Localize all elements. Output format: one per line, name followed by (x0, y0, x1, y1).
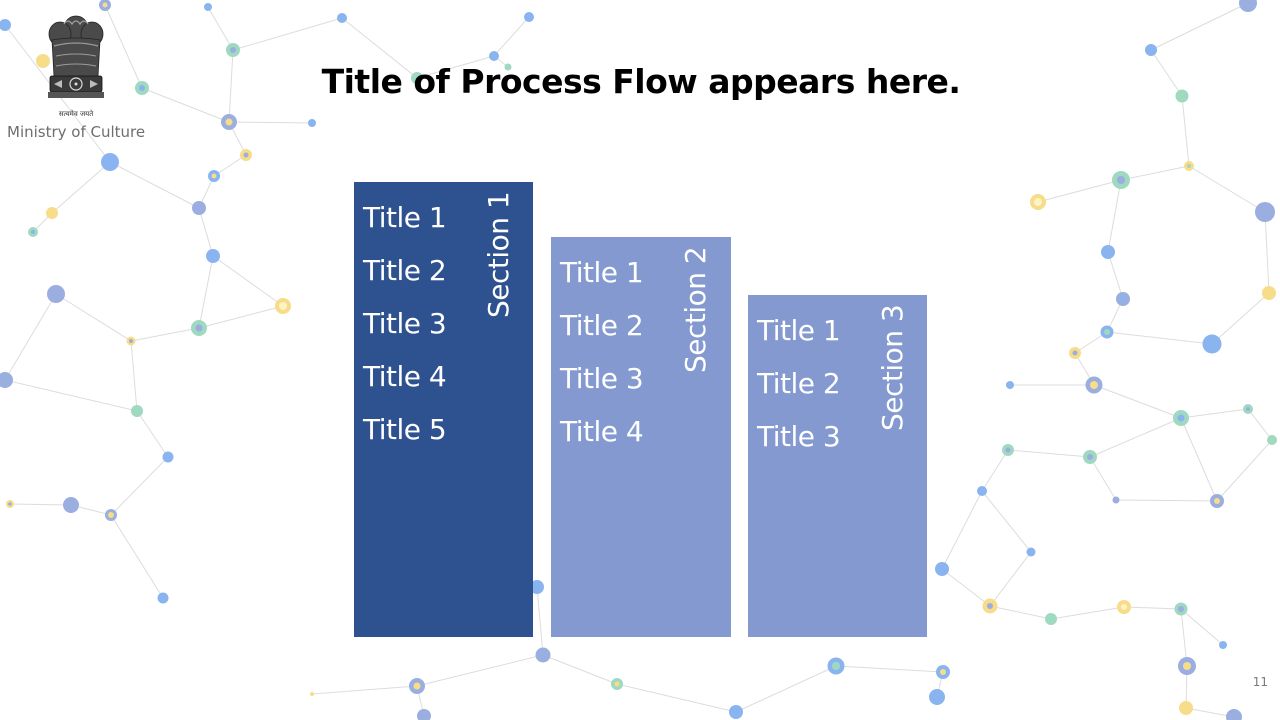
organization-name: Ministry of Culture (7, 123, 146, 141)
section-1-item-4: Title 4 (363, 360, 447, 393)
section-1-item-2: Title 2 (363, 254, 447, 287)
section-3-box: Title 1 Title 2 Title 3 Section 3 (748, 295, 927, 637)
section-1-label: Section 1 (482, 192, 515, 319)
page-number: 11 (1252, 675, 1268, 689)
section-2-item-2: Title 2 (560, 309, 644, 342)
section-2-box: Title 1 Title 2 Title 3 Title 4 Section … (551, 237, 731, 637)
section-3-item-1: Title 1 (757, 314, 841, 347)
section-3-label: Section 3 (876, 305, 909, 432)
section-3-item-2: Title 2 (757, 367, 841, 400)
section-2-item-3: Title 3 (560, 362, 644, 395)
section-1-item-1: Title 1 (363, 201, 447, 234)
section-1-box: Title 1 Title 2 Title 3 Title 4 Title 5 … (354, 182, 533, 637)
slide-title: Title of Process Flow appears here. (321, 62, 961, 101)
national-emblem-icon: सत्यमेव जयते (40, 10, 112, 122)
section-1-item-3: Title 3 (363, 307, 447, 340)
section-3-item-3: Title 3 (757, 420, 841, 453)
section-1-item-5: Title 5 (363, 413, 447, 446)
section-2-item-1: Title 1 (560, 256, 644, 289)
section-2-item-4: Title 4 (560, 415, 644, 448)
section-2-label: Section 2 (679, 247, 712, 374)
section-1-items: Title 1 Title 2 Title 3 Title 4 Title 5 (363, 191, 447, 456)
section-3-items: Title 1 Title 2 Title 3 (757, 304, 841, 463)
svg-text:सत्यमेव जयते: सत्यमेव जयते (59, 109, 94, 118)
section-2-items: Title 1 Title 2 Title 3 Title 4 (560, 246, 644, 458)
